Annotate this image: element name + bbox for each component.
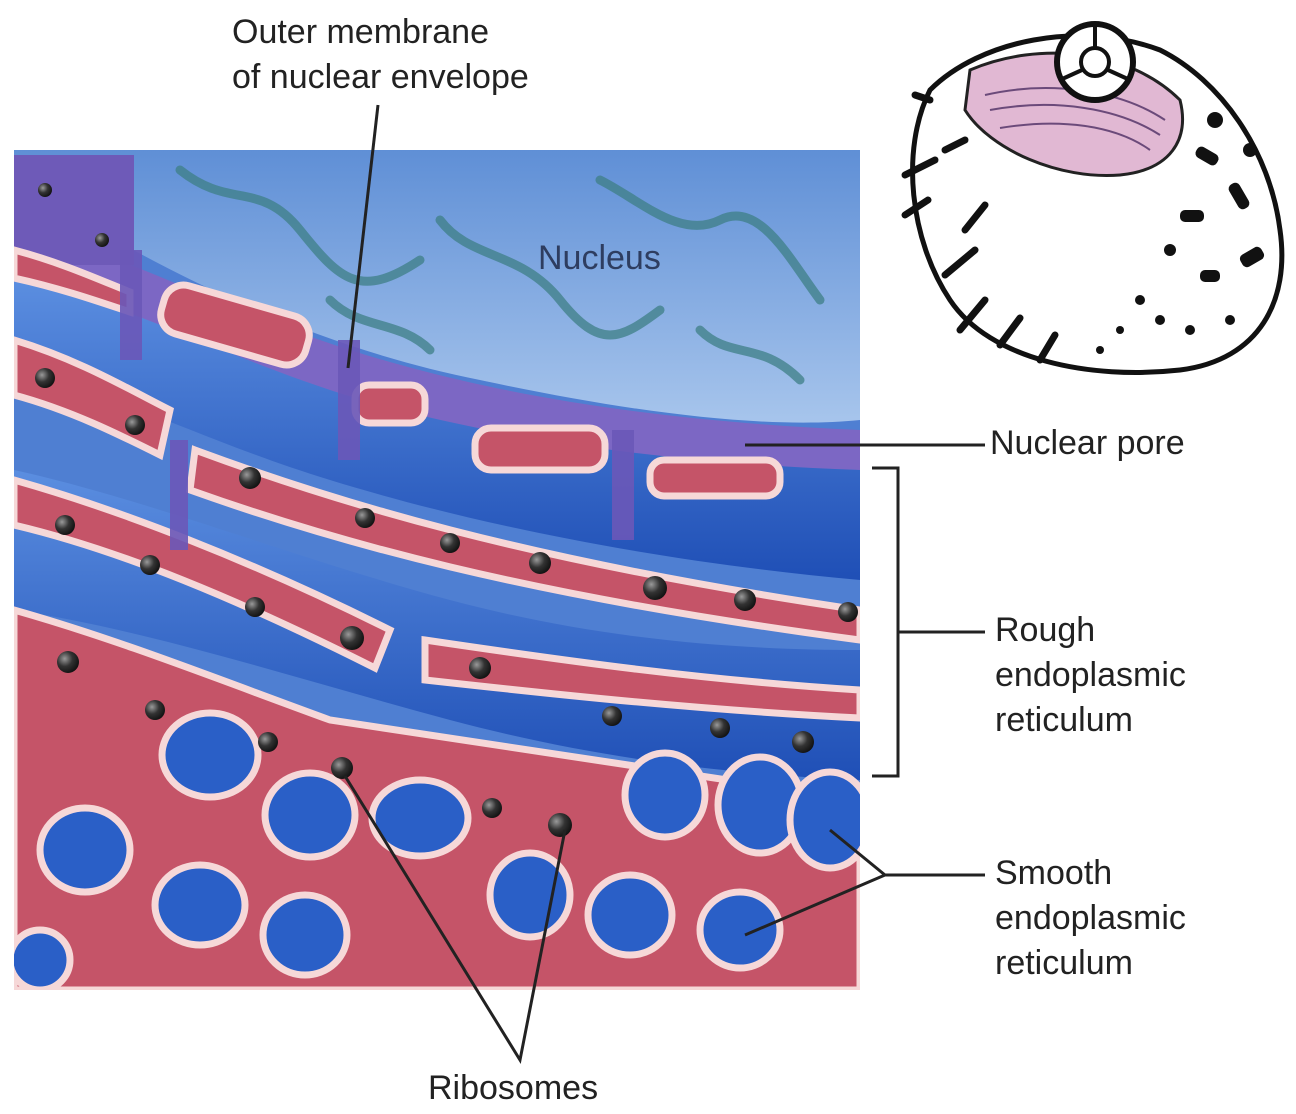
outer-membrane-label-line-1: Outer membrane [232, 10, 529, 55]
ribosomes-label-text: Ribosomes [428, 1066, 598, 1111]
rough-er-label: Rough endoplasmic reticulum [995, 608, 1186, 743]
ribosomes-label: Ribosomes [428, 1066, 598, 1111]
smooth-er-label: Smooth endoplasmic reticulum [995, 851, 1186, 986]
nuclear-pore-label: Nuclear pore [990, 421, 1185, 466]
er-illustration [10, 150, 870, 990]
nuclear-pore-label-text: Nuclear pore [990, 421, 1185, 466]
nucleus-label-text: Nucleus [538, 236, 661, 281]
outer-membrane-label: Outer membrane of nuclear envelope [232, 10, 529, 100]
nucleus-label: Nucleus [538, 236, 661, 281]
rough-er-label-line-2: endoplasmic [995, 653, 1186, 698]
rough-er-label-line-3: reticulum [995, 698, 1186, 743]
envelope-corner [14, 155, 134, 265]
outer-membrane-label-line-2: of nuclear envelope [232, 55, 529, 100]
smooth-er-label-line-1: Smooth [995, 851, 1186, 896]
rough-er-label-line-1: Rough [995, 608, 1186, 653]
rough-er-bracket [872, 468, 985, 776]
smooth-er-label-line-2: endoplasmic [995, 896, 1186, 941]
smooth-er-label-line-3: reticulum [995, 941, 1186, 986]
cell-thumbnail-illustration [905, 24, 1282, 372]
